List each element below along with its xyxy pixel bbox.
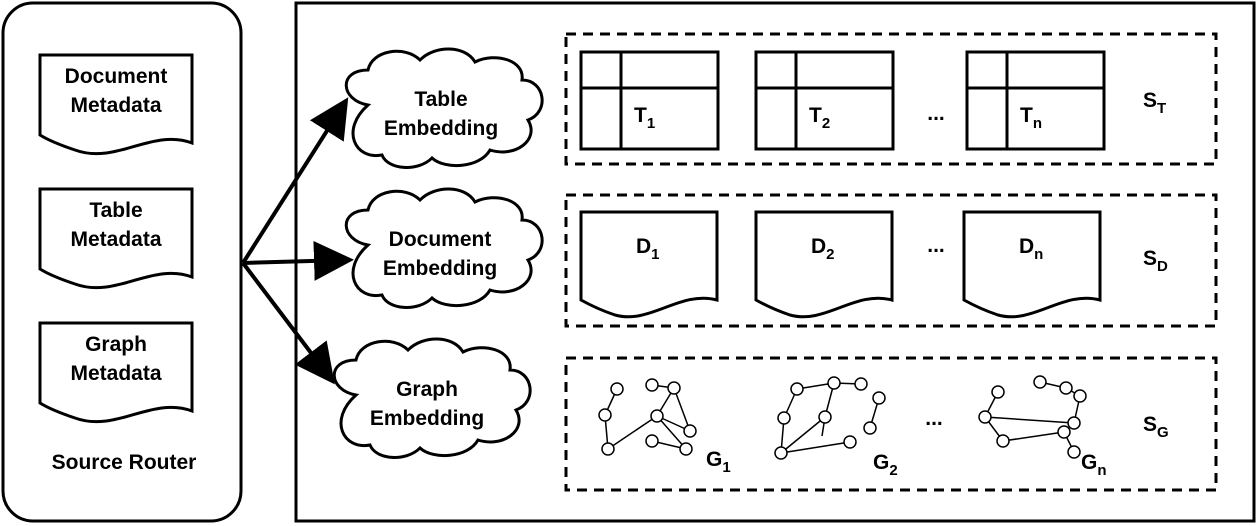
graph-set-label: SG	[1143, 413, 1169, 441]
document-embedding-shape	[344, 187, 544, 309]
graph-metadata-label-1: Graph	[85, 333, 147, 356]
table-embedding-cloud: Table Embedding	[344, 47, 544, 169]
document-metadata-doc: Document Metadata	[38, 53, 194, 156]
table-set-label: ST	[1143, 89, 1166, 117]
table-1-shape	[579, 50, 720, 151]
table-item-n: Tn	[965, 50, 1106, 151]
table-item-1: T1	[579, 50, 720, 151]
graph-row-ellipsis: ...	[925, 407, 943, 430]
document-metadata-shape	[38, 53, 194, 156]
table-item-2: T2	[754, 50, 895, 151]
graph-n-label: Gn	[1081, 451, 1107, 479]
table-metadata-doc: Table Metadata	[38, 187, 194, 290]
graph-embedding-cloud: Graph Embedding	[332, 337, 532, 459]
graph-2-label: G2	[873, 451, 898, 479]
graph-1-nodes	[598, 378, 697, 456]
graph-2-nodes	[774, 376, 886, 460]
table-embedding-label-2: Embedding	[384, 117, 498, 140]
graph-metadata-label-2: Metadata	[70, 362, 161, 385]
document-row-ellipsis: ...	[927, 234, 945, 257]
document-embedding-cloud: Document Embedding	[344, 187, 544, 309]
document-item-1: D1	[579, 210, 719, 319]
graph-n-nodes	[978, 375, 1087, 459]
table-metadata-label-2: Metadata	[70, 228, 161, 251]
source-router-title: Source Router	[52, 451, 197, 474]
table-n-shape	[965, 50, 1106, 151]
document-1-shape	[579, 210, 719, 319]
document-metadata-label-2: Metadata	[70, 94, 161, 117]
graph-embedding-shape	[332, 337, 532, 459]
table-set-group	[564, 32, 1218, 166]
table-1-label: T1	[634, 104, 655, 132]
table-2-shape	[754, 50, 895, 151]
source-router-panel: Document Metadata Table Metadata Graph M…	[1, 1, 243, 523]
document-item-n: Dn	[962, 210, 1102, 319]
graph-1-label: G1	[706, 448, 731, 476]
document-set-label: SD	[1143, 247, 1168, 275]
graph-metadata-doc: Graph Metadata	[38, 321, 194, 424]
graph-embedding-label-2: Embedding	[370, 407, 484, 430]
table-2-label: T2	[809, 104, 830, 132]
document-embedding-label-2: Embedding	[383, 257, 497, 280]
table-embedding-label-1: Table	[414, 88, 467, 111]
arrow-to-graph-embedding	[241, 261, 335, 385]
document-2-label: D2	[811, 235, 835, 263]
document-metadata-label-1: Document	[65, 65, 168, 88]
document-n-shape	[962, 210, 1102, 319]
document-2-shape	[754, 210, 894, 319]
document-item-2: D2	[754, 210, 894, 319]
table-metadata-shape	[38, 187, 194, 290]
document-1-label: D1	[636, 235, 660, 263]
graph-metadata-shape	[38, 321, 194, 424]
table-embedding-shape	[344, 47, 544, 169]
document-embedding-label-1: Document	[389, 228, 492, 251]
table-row-ellipsis: ...	[927, 102, 945, 125]
graph-embedding-label-1: Graph	[396, 378, 458, 401]
table-n-label: Tn	[1020, 104, 1042, 132]
graph-item-1: G1	[598, 378, 731, 476]
graph-item-n: Gn	[978, 375, 1107, 479]
document-n-label: Dn	[1019, 235, 1043, 263]
document-set-group	[564, 193, 1218, 328]
retrieval-sources-panel	[294, 1, 1256, 523]
arrow-to-table-embedding	[241, 97, 349, 265]
table-metadata-label-1: Table	[89, 199, 142, 222]
graph-item-2: G2	[774, 376, 898, 479]
source-router-box	[1, 1, 243, 523]
graph-set-group	[564, 356, 1218, 492]
